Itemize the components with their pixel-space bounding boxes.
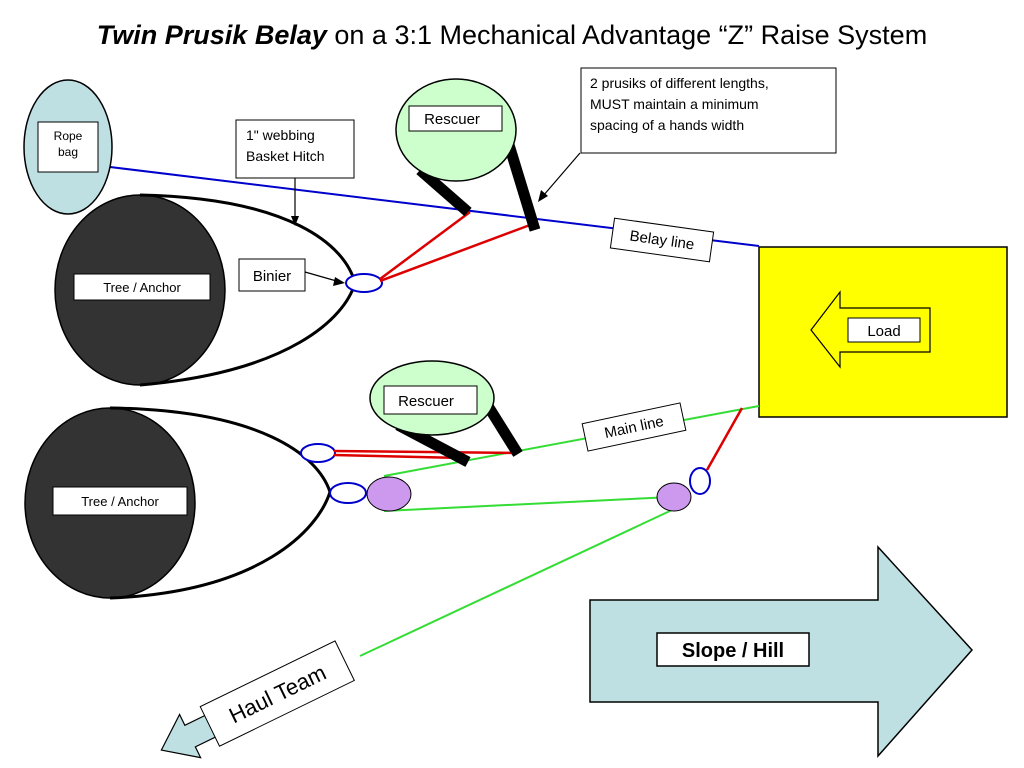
webbing-callout-arrowhead <box>291 216 299 226</box>
webbing-callout-box <box>235 119 355 179</box>
tree-anchor-bottom-label: Tree / Anchor <box>81 494 159 509</box>
haul-team-label-box <box>199 640 356 747</box>
load-label: Load <box>867 323 900 340</box>
carabiner-prusik-bottom <box>300 443 336 463</box>
belay-line-label-box <box>609 217 715 263</box>
carabiner-anchor-bottom <box>329 482 367 504</box>
title-emphasis: Twin Prusik Belay <box>96 20 327 50</box>
binier-pointer <box>304 271 341 283</box>
rope-bag-label-line2: bag <box>58 145 78 159</box>
prusik-bottom-b <box>333 453 463 460</box>
binier-arrowhead <box>333 277 345 286</box>
rescuer-top-arm-left <box>416 165 472 217</box>
main-line-label-box <box>581 402 687 452</box>
haul-team-group: Haul Team <box>160 640 356 759</box>
rescuer-bottom-label-box <box>383 385 478 415</box>
main-line <box>359 405 760 657</box>
rope-bag-label-line1: Rope <box>54 129 83 143</box>
binier-label: Binier <box>253 268 291 285</box>
prusik-main-line <box>705 407 744 471</box>
prusik-note-pointer <box>542 152 581 197</box>
rescuer-top-label: Rescuer <box>424 111 480 128</box>
webbing-callout-line2: Basket Hitch <box>246 148 325 164</box>
belay-line-label-group: Belay line <box>609 217 715 263</box>
prusik-long <box>379 223 531 283</box>
webbing-callout-line1: 1" webbing <box>246 127 315 143</box>
tree-anchor-top-label-box <box>73 273 211 301</box>
carabiner-belay <box>345 273 383 293</box>
rescuer-bottom-label: Rescuer <box>398 393 454 410</box>
carabiner-traveling <box>689 467 711 495</box>
pulley-traveling <box>656 482 692 512</box>
prusik-note-line1: 2 prusiks of different lengths, <box>590 75 769 91</box>
rope-bag-label-box <box>37 121 99 173</box>
binier-label-box <box>238 258 306 292</box>
prusik-note-line2: MUST maintain a minimum <box>590 96 759 112</box>
main-line-label-group: Main line <box>581 402 687 452</box>
prusik-note-box <box>580 67 837 154</box>
prusik-short <box>379 210 471 281</box>
title: Twin Prusik Belay on a 3:1 Mechanical Ad… <box>0 20 1024 51</box>
prusik-note-arrowhead <box>538 190 548 202</box>
load-label-box <box>847 317 921 343</box>
pulley-anchor <box>366 476 412 512</box>
slope-label: Slope / Hill <box>682 640 784 662</box>
rescuer-top-label-box <box>408 105 503 132</box>
tree-anchor-bottom-label-box <box>52 486 188 516</box>
slope-label-box <box>656 632 810 667</box>
prusik-note-line3: spacing of a hands width <box>590 117 744 133</box>
title-rest: on a 3:1 Mechanical Advantage “Z” Raise … <box>326 20 928 50</box>
tree-anchor-top-label: Tree / Anchor <box>103 280 181 295</box>
prusik-bottom-a <box>333 449 516 455</box>
